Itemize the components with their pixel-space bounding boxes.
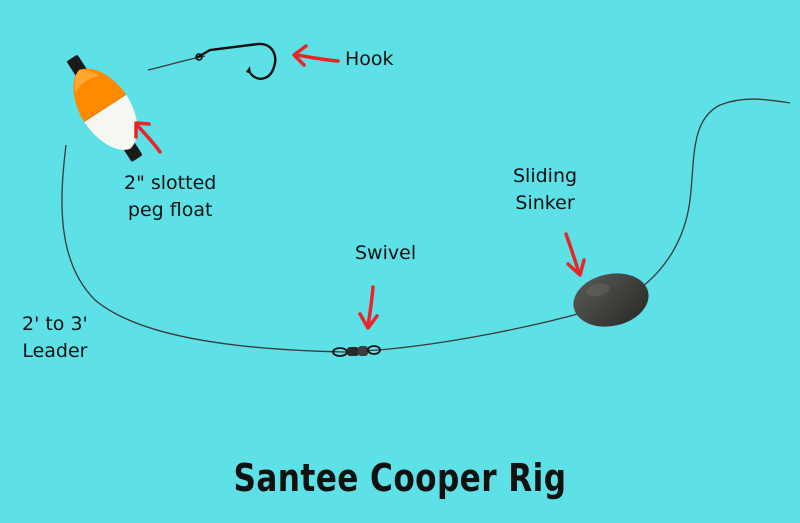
float-label: 2" slotted peg float xyxy=(124,170,216,224)
leader-label-line2: Leader xyxy=(22,340,88,362)
sinker-icon xyxy=(573,273,649,327)
swivel-arrow xyxy=(358,285,379,330)
swivel-label-text: Swivel xyxy=(355,242,417,264)
sinker-label-line2: Sinker xyxy=(515,192,575,214)
float-arrow xyxy=(134,121,162,154)
swivel-label: Swivel xyxy=(355,240,416,267)
hook-label-text: Hook xyxy=(345,48,394,70)
hook-label: Hook xyxy=(345,46,394,73)
float-label-line2: peg float xyxy=(127,199,213,221)
sinker-label: Sliding Sinker xyxy=(513,163,577,217)
sinker-arrow xyxy=(564,232,586,277)
sinker-label-line1: Sliding xyxy=(513,165,578,187)
float-label-line1: 2" slotted xyxy=(124,172,217,194)
fishing-line xyxy=(61,98,791,353)
hook-arrow xyxy=(292,44,340,67)
float-icon xyxy=(67,55,142,162)
swivel-icon xyxy=(332,345,381,357)
leader-label: 2' to 3' Leader xyxy=(22,311,88,365)
hook-icon xyxy=(195,42,277,80)
leader-label-line1: 2' to 3' xyxy=(22,313,88,335)
diagram-title: Santee Cooper Rig xyxy=(233,456,567,500)
